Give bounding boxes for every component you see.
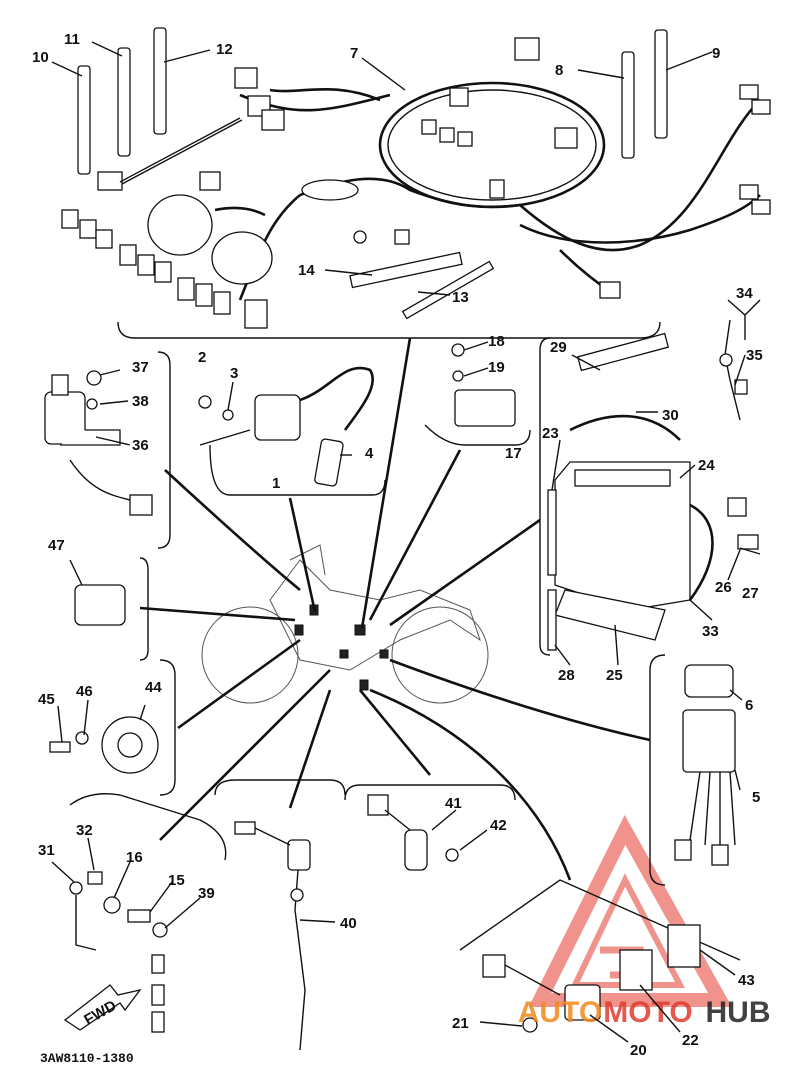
callout-34: 34 [736, 285, 753, 302]
callout-18: 18 [488, 333, 505, 350]
leader-lines [139, 337, 651, 881]
main-switch-assembly [44, 351, 171, 549]
ignition-coil-assembly [198, 366, 386, 496]
callout-33: 33 [702, 623, 719, 640]
callout-11: 11 [64, 31, 80, 48]
callout-4: 4 [365, 445, 374, 462]
callout-12: 12 [216, 41, 233, 58]
callout-7: 7 [350, 45, 358, 62]
callout-35: 35 [746, 347, 763, 364]
callout-43: 43 [738, 972, 755, 989]
callout-19: 19 [488, 359, 505, 376]
battery-assembly [539, 319, 759, 656]
callout-22: 22 [682, 1032, 699, 1049]
callout-39: 39 [198, 885, 215, 902]
callout-28: 28 [558, 667, 575, 684]
callout-24: 24 [698, 457, 715, 474]
relay-unit [649, 654, 736, 886]
callout-40: 40 [340, 915, 357, 932]
callout-31: 31 [38, 842, 55, 859]
callout-20: 20 [630, 1042, 647, 1059]
callout-25: 25 [606, 667, 623, 684]
callout-36: 36 [132, 437, 149, 454]
callout-23: 23 [542, 425, 559, 442]
callout-5: 5 [752, 789, 760, 806]
callout-30: 30 [662, 407, 679, 424]
flasher-and-horn [49, 557, 176, 796]
motorcycle-silhouette [201, 544, 489, 704]
rectifier-regulator-assembly [424, 343, 531, 446]
callout-leaders [51, 41, 761, 1043]
sensor-cable-assembly [214, 779, 346, 1051]
neutral-switch-assembly [63, 793, 227, 1033]
callout-13: 13 [452, 289, 469, 306]
group-bracket-top [117, 321, 661, 339]
callout-8: 8 [555, 62, 563, 79]
callout-37: 37 [132, 359, 149, 376]
callout-6: 6 [745, 697, 753, 714]
callout-15: 15 [168, 872, 185, 889]
callout-46: 46 [76, 683, 93, 700]
callout-2: 2 [198, 349, 206, 366]
watermark-text-auto: AUTO [518, 996, 602, 1029]
callout-17: 17 [505, 445, 522, 462]
relay-connector-assembly [459, 879, 741, 1033]
callout-32: 32 [76, 822, 93, 839]
callout-29: 29 [550, 339, 567, 356]
watermark-text-hub: HUB [706, 996, 771, 1029]
callout-41: 41 [445, 795, 462, 812]
callout-45: 45 [38, 691, 55, 708]
drawing-code: 3AW8110-1380 [40, 1051, 134, 1066]
callout-26: 26 [715, 579, 732, 596]
callout-47: 47 [48, 537, 65, 554]
callout-labels: 10 11 12 7 8 9 14 13 34 35 37 38 36 2 3 … [32, 31, 763, 1059]
callout-1: 1 [272, 475, 280, 492]
callout-42: 42 [490, 817, 507, 834]
callout-10: 10 [32, 49, 49, 66]
callout-14: 14 [298, 262, 315, 279]
callout-38: 38 [132, 393, 149, 410]
callout-21: 21 [452, 1015, 469, 1032]
switch-assembly-41 [344, 784, 516, 871]
callout-9: 9 [712, 45, 720, 62]
main-wire-harness [61, 27, 771, 329]
callout-27: 27 [742, 585, 759, 602]
callout-3: 3 [230, 365, 238, 382]
watermark-text-moto: MOTO [603, 996, 692, 1029]
callout-16: 16 [126, 849, 143, 866]
callout-44: 44 [145, 679, 162, 696]
